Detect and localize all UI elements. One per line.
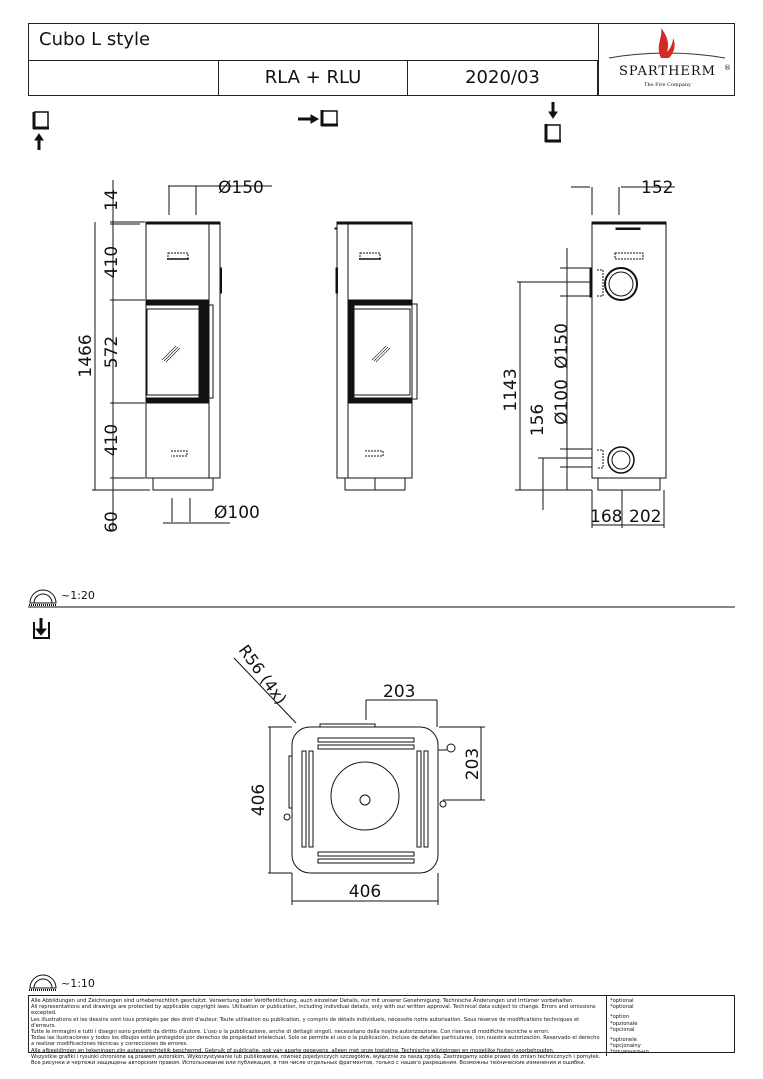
legal-ru: Все рисунки и чертежи защищены авторским… [31,1060,586,1067]
legal-nl: Alle afbeeldingen en tekeningen zijn aut… [31,1047,555,1054]
view-side-icon [298,110,338,127]
drawing-title: Cubo L style [29,24,598,61]
copyright-notice: Alle Abbildungen und Zeichnungen sind ur… [31,998,603,1066]
dim-flue-height: 1143 [501,368,521,411]
scale-plan: ~1:10 [61,977,95,990]
view-top-right-icon [544,102,561,143]
view-plan-icon [33,618,50,639]
optional-fr: *option [610,1014,629,1021]
dim-radius: R56 (4x) [235,641,291,708]
optional-es: *opcional [610,1026,635,1033]
optional-it: *opzionale [610,1020,638,1027]
legal-footer: Alle Abbildungen und Zeichnungen sind ur… [28,995,735,1066]
dim-flue-bottom: Ø100 [214,503,260,523]
protractor-icon [29,589,57,606]
flame-icon [608,28,726,59]
title-block: Cubo L style RLA + RLU 2020/03 SPARTHERM… [28,23,735,96]
dim-top-offset: 152 [641,178,673,198]
optional-nl: *optionele [610,1037,637,1044]
dim-top-offset-plan: 203 [383,682,415,702]
legal-es: Todas las ilustraciones y todos los dibu… [31,1035,600,1048]
revision-date: 2020/03 [408,61,598,96]
dim-lower-height: 156 [528,404,548,436]
dim-width: 406 [349,882,381,902]
empty-cell [29,61,219,96]
optional-ru: *опционально [610,1049,649,1056]
legal-de: Alle Abbildungen und Zeichnungen sind ur… [31,998,574,1004]
legal-en: All representations and drawings are pro… [31,1004,596,1017]
rear-side-view: 152 1143 156 Ø150 Ø100 168 202 [501,178,675,528]
legal-fr: Les illustrations et les dessins sont to… [31,1016,580,1029]
logo-tagline: The Fire Company [644,82,691,88]
registered-mark: ® [724,64,731,72]
legal-pl: Wszystkie grafiki i rysunki chronione są… [31,1053,601,1060]
view-front-icon [32,111,49,150]
logo-brand: SPARTHERM [618,64,716,79]
scale-elevation: ~1:20 [61,589,95,602]
front-view: 14 410 572 410 1466 60 Ø150 Ø100 [76,178,272,533]
plan-view: R56 (4x) 203 203 406 406 [233,641,485,905]
spartherm-logo: SPARTHERM ® The Fire Company [598,24,735,96]
optional-de: *optional [610,998,634,1004]
legal-it: Tutte le immagini e tutti i disegni sono… [31,1029,550,1036]
side-view [334,221,418,491]
optional-pl: *opcjonalny [610,1043,641,1050]
dim-lower: 410 [102,424,122,456]
dim-base: 60 [102,511,122,533]
dim-upper: 410 [102,246,122,278]
dim-flue-100: Ø100 [552,379,572,425]
optional-en: *optional [610,1004,634,1011]
dim-door: 572 [102,336,122,368]
dim-flue-top: Ø150 [218,178,264,198]
dim-side-offset-plan: 203 [463,748,483,780]
dim-bottom-b: 202 [629,507,661,527]
dim-top: 14 [102,189,122,211]
model-code: RLA + RLU [219,61,408,96]
dim-depth: 406 [249,784,269,816]
dim-bottom-a: 168 [590,507,622,527]
dim-total: 1466 [76,334,96,377]
protractor-icon [29,974,57,991]
optional-legend: *optional *optional *option *opzionale *… [606,996,733,1056]
dim-flue-150: Ø150 [552,323,572,369]
